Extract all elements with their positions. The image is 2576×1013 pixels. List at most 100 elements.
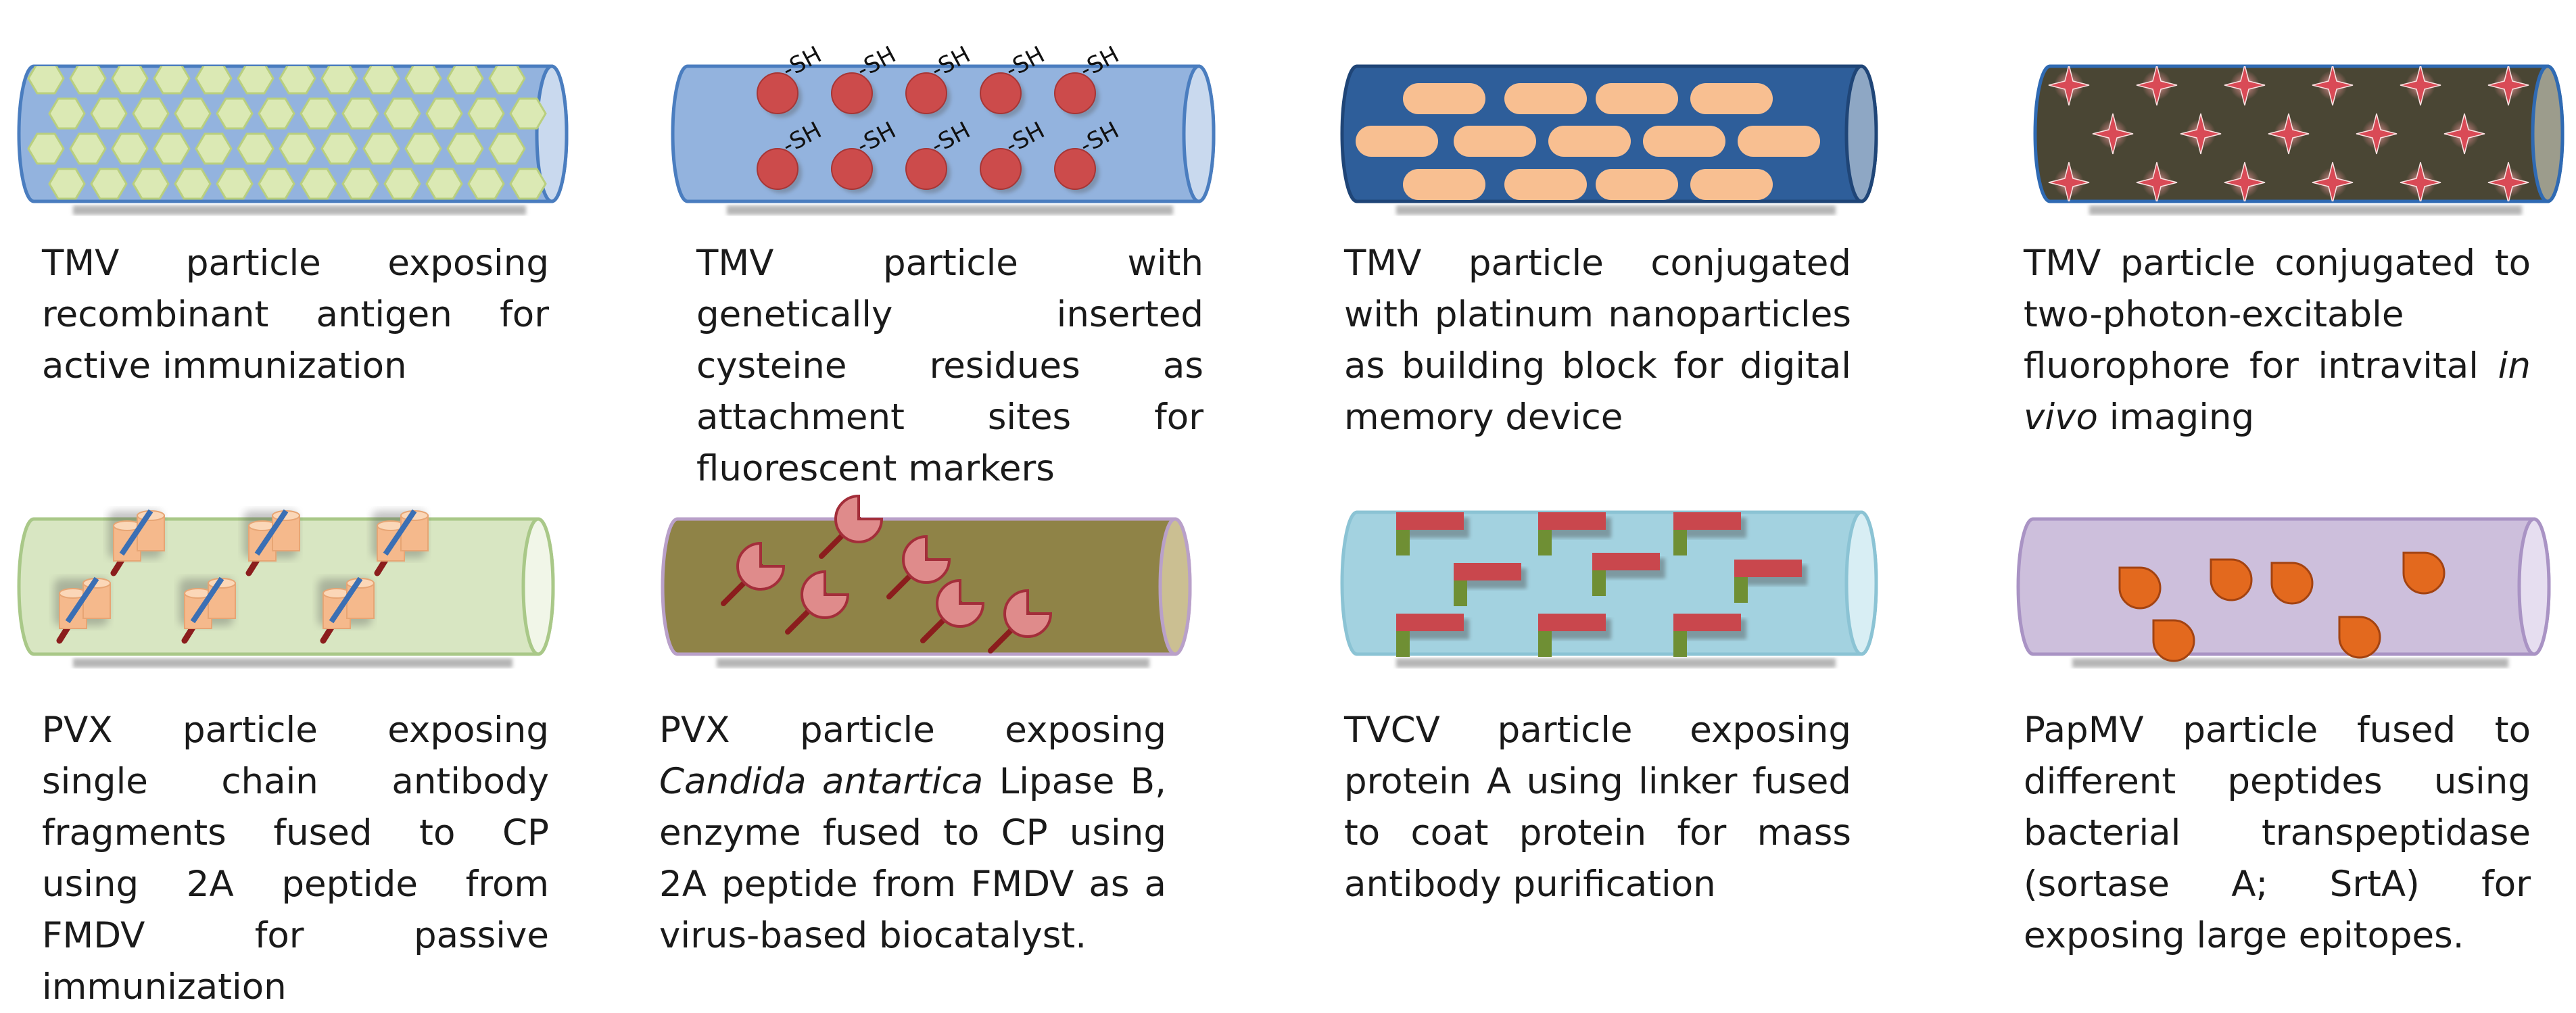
particle-end-cap [2517,517,2551,656]
peptide-drop [2118,566,2162,610]
peptide-drop [2270,562,2314,605]
fluorophore-star [2443,113,2485,155]
linker [1673,631,1687,657]
antigen-hexagon [341,168,379,200]
caption-tvcv-proteinA: TVCV particle exposing protein A using l… [1344,710,1851,905]
antigen-hexagon [216,168,254,200]
particle-end-cap [535,64,569,203]
lipase-enzyme [936,578,985,628]
panel-papmv-peptides [2016,517,2551,668]
caption-papmv-peptides: PapMV particle fused to different peptid… [2024,710,2531,956]
cylinder-shadow [73,205,526,215]
protein-a [1734,560,1802,577]
antigen-hexagon [258,168,295,200]
cylinder-shadow [717,658,1149,668]
cysteine-residue [905,72,947,114]
lipase-enzyme [834,494,884,543]
lipase-enzyme [801,570,850,619]
panel-tmv-fluorophore [2033,64,2565,215]
fluorophore-star [2224,66,2266,106]
cysteine-residue [905,148,947,190]
fluorophore-star [2487,162,2529,201]
platinum-nanoparticle [1504,169,1587,200]
fluorophore-star [2180,113,2222,155]
antigen-hexagon [132,168,170,200]
diagram-canvas: -SH-SH-SH-SH-SH-SH-SH-SH-SH-SH [17,41,2565,668]
antigen-hexagon [446,66,484,95]
fluorophore-star [2048,162,2090,201]
lipase-enzyme [1003,589,1053,638]
cylinder-shadow [727,205,1173,215]
particle-end-cap [521,517,555,656]
cysteine-residue [757,72,798,114]
platinum-nanoparticle [1596,169,1678,200]
cysteine-residue [831,72,873,114]
linker [1734,577,1748,603]
cysteine-residue [757,148,798,190]
linker [1538,530,1552,555]
antigen-hexagon [111,66,149,95]
antigen-hexagon [488,66,526,95]
antigen-hexagon [320,66,358,95]
antigen-hexagon [258,97,295,130]
lipase-enzyme [736,541,786,591]
fluorophore-star [2487,66,2529,106]
platinum-nanoparticle [1356,126,1438,157]
protein-a [1454,563,1521,580]
fluorophore-star [2268,113,2310,155]
antigen-hexagon [300,168,337,200]
antigen-hexagon [237,132,275,165]
platinum-nanoparticle [1403,169,1485,200]
antigen-hexagon [132,97,170,130]
particle-end-cap [2531,64,2565,203]
antigen-hexagon [90,168,128,200]
peptide-2a [383,509,417,556]
caption-tmv-cysteine: TMV particle with genetically inserted c… [696,243,1203,489]
antigen-hexagon [300,97,337,130]
caption-tmv-platinum: TMV particle conjugated with platinum na… [1344,243,1851,438]
antigen-hexagon [320,132,358,165]
cylinder-shadow [1396,205,1836,215]
linker [1538,631,1552,657]
particle-end-cap [1844,510,1878,656]
lipase-enzyme [902,535,951,584]
cysteine-residue [831,148,873,190]
fluorophore-star [2312,66,2354,106]
platinum-nanoparticle [1504,83,1587,114]
linker [1673,530,1687,555]
cysteine-residue [1054,148,1096,190]
antigen-hexagon [404,132,442,165]
antigen-hexagon [237,66,275,95]
protein-a [1538,512,1606,530]
antigen-hexagon [425,97,463,130]
peptide-drop [2152,619,2195,662]
fluorophore-star [2092,113,2134,155]
antigen-hexagon [383,97,421,130]
antigen-hexagon [48,97,86,130]
fluorophore-star [2400,162,2441,201]
protein-a [1396,614,1464,631]
antigen-hexagon [404,66,442,95]
protein-a [1673,512,1741,530]
caption-tmv-antigen: TMV particle exposing recombinant antige… [42,243,549,387]
antigen-hexagon [174,168,212,200]
cylinder-shadow [2089,205,2522,215]
panel-tmv-platinum [1340,64,1878,215]
antigen-hexagon [174,97,212,130]
antigen-hexagon [279,66,316,95]
antigen-hexagon [467,97,505,130]
linker [1454,580,1467,606]
platinum-nanoparticle [1690,83,1773,114]
panel-tmv-antigen [17,64,569,215]
platinum-nanoparticle [1454,126,1536,157]
peptide-drop [2402,551,2446,595]
platinum-nanoparticle [1643,126,1725,157]
platinum-nanoparticle [1596,83,1678,114]
panel-tmv-cysteine: -SH-SH-SH-SH-SH-SH-SH-SH-SH-SH [671,41,1216,215]
cylinder-shadow [73,658,512,668]
protein-a [1396,512,1464,530]
particle-end-cap [1182,64,1216,203]
cysteine-residue [980,148,1022,190]
antigen-hexagon [69,132,107,165]
antigen-hexagon [425,168,463,200]
